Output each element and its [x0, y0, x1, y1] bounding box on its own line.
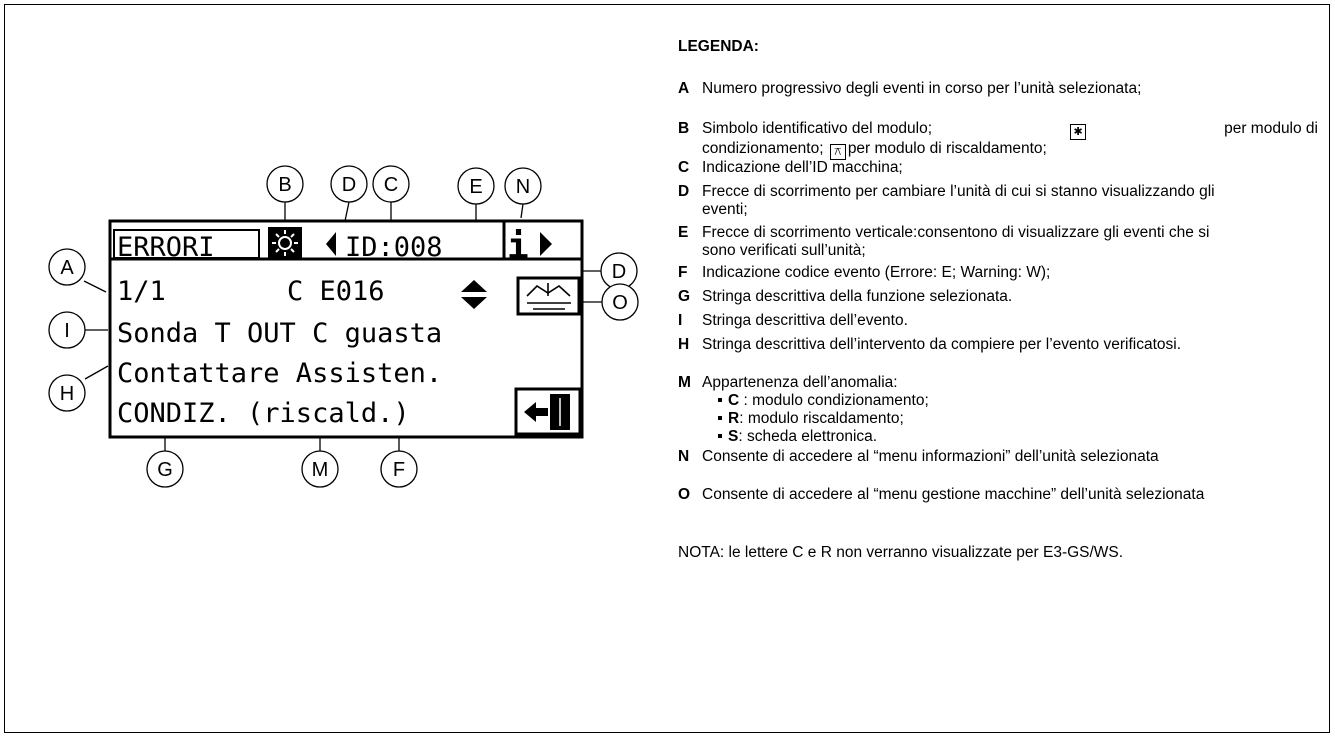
legend-sub-item: R: modulo riscaldamento; — [718, 410, 904, 428]
callout-e-label: E — [469, 176, 482, 198]
callout-o-circle — [601, 283, 639, 321]
sun-heating-icon — [268, 227, 302, 259]
legend-text: Stringa descrittiva dell’evento. — [702, 312, 908, 329]
lcd-action-description: Contattare Assisten. — [117, 358, 442, 389]
callout-f-circle — [380, 450, 418, 488]
callout-a-circle — [48, 248, 86, 286]
legend-key: N — [678, 448, 690, 465]
callout-g-circle — [146, 450, 184, 488]
legend-key: F — [678, 264, 688, 281]
snowflake-icon: ✱ — [1070, 124, 1087, 140]
right-arrow-icon[interactable] — [540, 232, 552, 256]
title-box — [113, 229, 260, 259]
lcd-title: ERRORI — [117, 232, 215, 263]
legend-text: Numero progressivo degli eventi in corso… — [702, 80, 1142, 97]
callout-n-label: N — [516, 176, 530, 198]
legend-key: G — [678, 288, 691, 305]
callout-d-circle — [330, 165, 368, 203]
info-icon[interactable]: i — [507, 226, 529, 267]
legend-note: NOTA: le lettere C e R non verranno visu… — [678, 544, 1124, 561]
legend-key: H — [678, 336, 690, 353]
callout-b-circle — [266, 165, 304, 203]
callout-i-circle — [48, 311, 86, 349]
legend-text: Indicazione codice evento (Errore: E; Wa… — [702, 264, 1051, 281]
heating-coil-icon: ⚻ — [829, 144, 846, 160]
callout-h-label: H — [60, 383, 74, 405]
legend-key: B — [678, 120, 690, 137]
callout-f-label: F — [393, 459, 405, 481]
callout-m-label: M — [312, 459, 329, 481]
callout-g-label: G — [157, 459, 173, 481]
legend-key: M — [678, 374, 691, 391]
legend-text: Frecce di scorrimento verticale:consento… — [702, 224, 1210, 259]
legend-text: Stringa descrittiva dell’intervento da c… — [702, 336, 1182, 353]
callout-a-label: A — [60, 257, 74, 279]
lcd-event-code: C E016 — [287, 276, 385, 307]
lcd-function-string: CONDIZ. (riscald.) — [117, 398, 410, 429]
legend-text: Frecce di scorrimento per cambiare l’uni… — [702, 183, 1215, 218]
legend-key: C — [678, 159, 690, 176]
lcd-event-count: 1/1 — [117, 276, 166, 307]
callout-n-circle — [504, 167, 542, 205]
callout-m-circle — [301, 450, 339, 488]
callout-e-circle — [457, 167, 495, 205]
legend-text: Indicazione dell’ID macchina; — [702, 159, 903, 176]
legend-text: Simbolo identificativo del modulo; ✱ per… — [702, 120, 1318, 160]
page-frame — [4, 4, 1330, 733]
machine-management-icon — [526, 283, 571, 310]
legend-key: O — [678, 486, 691, 503]
legend-sub-item: S: scheda elettronica. — [718, 428, 877, 446]
legend-text: Appartenenza dell’anomalia: — [702, 374, 898, 391]
legend-key: D — [678, 183, 690, 200]
legend-sub-item: C : modulo condizionamento; — [718, 392, 929, 410]
legend-key: E — [678, 224, 689, 241]
legend-text: Stringa descrittiva della funzione selez… — [702, 288, 1013, 305]
legend-key: A — [678, 80, 690, 97]
up-down-arrows-icon[interactable] — [461, 280, 487, 309]
callout-b-label: B — [278, 174, 291, 196]
callout-d2-label: D — [612, 261, 626, 283]
legend-text: Consente di accedere al “menu gestione m… — [702, 486, 1205, 503]
callout-d-label: D — [342, 174, 356, 196]
legend-text: Consente di accedere al “menu informazio… — [702, 448, 1159, 465]
callout-o-label: O — [612, 292, 628, 314]
callout-h-circle — [48, 374, 86, 412]
machine-management-icon-frame — [516, 276, 581, 316]
exit-icon-frame — [514, 387, 582, 436]
lcd-diagram: B D C E N D O A I H G M F ERRORI ID:008 — [48, 165, 639, 488]
callout-i-label: I — [64, 320, 70, 342]
legend-key: I — [678, 312, 683, 329]
legend-title: LEGENDA: — [678, 38, 759, 55]
exit-door-icon[interactable] — [524, 394, 570, 430]
left-arrow-icon[interactable] — [326, 232, 336, 256]
callout-c-circle — [372, 165, 410, 203]
lcd-machine-id: ID:008 — [345, 232, 443, 263]
lcd-event-description: Sonda T OUT C guasta — [117, 318, 442, 349]
callout-c-label: C — [384, 174, 398, 196]
